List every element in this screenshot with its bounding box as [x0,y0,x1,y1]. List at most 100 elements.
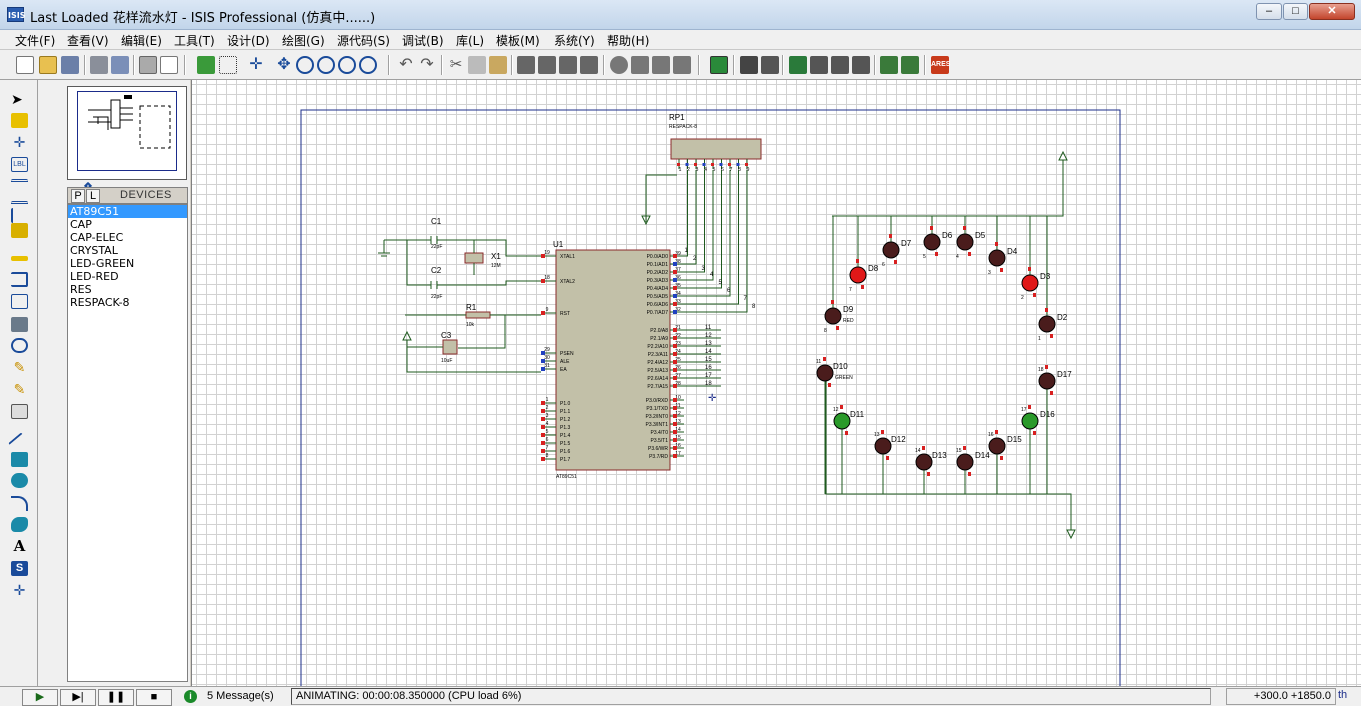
copy-icon[interactable] [468,56,486,74]
led-d10[interactable] [816,364,834,382]
menu-view[interactable]: 查看(V) [67,34,109,48]
overview-window[interactable] [67,86,187,180]
grid-icon[interactable] [219,56,237,74]
print-area-icon[interactable] [160,56,178,74]
device-pins-icon[interactable] [11,256,28,261]
undo-icon[interactable]: ↶ [399,56,413,73]
print-icon[interactable] [139,56,157,74]
circle-2d-icon[interactable] [11,473,28,488]
close-button[interactable]: ✕ [1309,3,1355,20]
maximize-button[interactable]: □ [1283,3,1308,20]
new-file-icon[interactable] [16,56,34,74]
subcircuit-icon[interactable] [11,208,28,223]
led-d5[interactable] [956,233,974,251]
save-icon[interactable] [61,56,79,74]
led-d11[interactable] [833,412,851,430]
led-d12[interactable] [874,437,892,455]
zoom-to-child-icon[interactable] [852,56,870,74]
generator-icon[interactable] [11,317,28,332]
pause-button[interactable]: ❚❚ [98,689,134,706]
wire-autorouter-icon[interactable] [710,56,728,74]
arc-2d-icon[interactable] [11,496,28,511]
device-list-item[interactable]: CAP [70,218,92,231]
block-rotate-icon[interactable] [559,56,577,74]
device-list-item[interactable]: RESPACK-8 [70,296,130,309]
step-button[interactable]: ▶| [60,689,96,706]
device-list-item[interactable]: CAP-ELEC [70,231,124,244]
symbol-2d-icon[interactable]: S [11,561,28,576]
stop-button[interactable]: ■ [136,689,172,706]
zoom-out-icon[interactable] [317,56,335,74]
menu-design[interactable]: 设计(D) [227,34,270,48]
terminals-icon[interactable] [11,223,28,238]
zoom-all-icon[interactable] [338,56,356,74]
message-count[interactable]: 5 Message(s) [207,690,274,702]
led-d2[interactable] [1038,315,1056,333]
package-tool-icon[interactable] [652,56,670,74]
import-icon[interactable] [90,56,108,74]
graph-icon[interactable] [11,272,28,287]
box-2d-icon[interactable] [11,452,28,467]
electrical-rule-check-icon[interactable] [901,56,919,74]
device-list-item[interactable]: RES [70,283,92,296]
led-d9[interactable] [824,307,842,325]
units-indicator[interactable]: th [1338,689,1348,701]
bill-of-materials-icon[interactable] [880,56,898,74]
menu-source[interactable]: 源代码(S) [337,34,390,48]
library-manager-button[interactable]: L [86,189,100,203]
ares-icon[interactable]: ARES [931,56,950,74]
menu-system[interactable]: 系统(Y) [554,34,595,48]
menu-help[interactable]: 帮助(H) [607,34,650,48]
component-mode-icon[interactable] [11,113,28,128]
virtual-instruments-icon[interactable]: ✎ [13,381,26,397]
block-copy-icon[interactable] [517,56,535,74]
led-d4[interactable] [988,249,1006,267]
menu-debug[interactable]: 调试(B) [402,34,444,48]
menu-tools[interactable]: 工具(T) [174,34,215,48]
led-d7[interactable] [882,241,900,259]
text-2d-icon[interactable]: A [13,537,26,555]
menu-edit[interactable]: 编辑(E) [121,34,162,48]
pan-icon[interactable]: ✥ [277,56,291,73]
current-probe-icon[interactable]: ✎ [13,359,26,375]
device-list-item[interactable]: AT89C51 [68,205,187,218]
redraw-icon[interactable] [197,56,215,74]
pick-devices-button[interactable]: P [71,189,85,203]
isis-app-icon[interactable]: ISIS [7,7,25,22]
remove-sheet-icon[interactable] [810,56,828,74]
redo-icon[interactable]: ↷ [420,56,434,73]
junction-dot-icon[interactable]: ✛ [13,134,26,150]
led-d8[interactable] [849,266,867,284]
device-list-item[interactable]: LED-GREEN [70,257,135,270]
led-d6[interactable] [923,233,941,251]
paste-icon[interactable] [489,56,507,74]
led-d16[interactable] [1021,412,1039,430]
play-button[interactable]: ▶ [22,689,58,706]
led-d13[interactable] [915,453,933,471]
goto-sheet-icon[interactable] [831,56,849,74]
selection-mode-icon[interactable]: ➤ [11,91,23,107]
pick-device-icon[interactable] [610,56,628,74]
voltage-probe-icon[interactable] [11,338,28,353]
led-d14[interactable] [956,453,974,471]
mcu-body[interactable] [555,249,671,471]
led-d3[interactable] [1021,274,1039,292]
block-move-icon[interactable] [538,56,556,74]
device-list-item[interactable]: LED-RED [70,270,119,283]
property-assignment-icon[interactable] [761,56,779,74]
make-device-icon[interactable] [631,56,649,74]
zoom-in-icon[interactable] [296,56,314,74]
led-d17[interactable] [1038,372,1056,390]
zoom-area-icon[interactable] [359,56,377,74]
new-sheet-icon[interactable] [789,56,807,74]
info-icon[interactable]: i [184,690,197,703]
minimize-button[interactable]: – [1256,3,1282,20]
origin-icon[interactable]: ✛ [249,56,263,73]
menu-template[interactable]: 模板(M) [496,34,540,48]
device-list-item[interactable]: CRYSTAL [70,244,118,257]
open-folder-icon[interactable] [39,56,57,74]
schematic-sheet[interactable]: U1AT89C5119XTAL118XTAL29RST29PSEN30ALE31… [192,80,1361,686]
rp1-body[interactable] [670,138,762,160]
